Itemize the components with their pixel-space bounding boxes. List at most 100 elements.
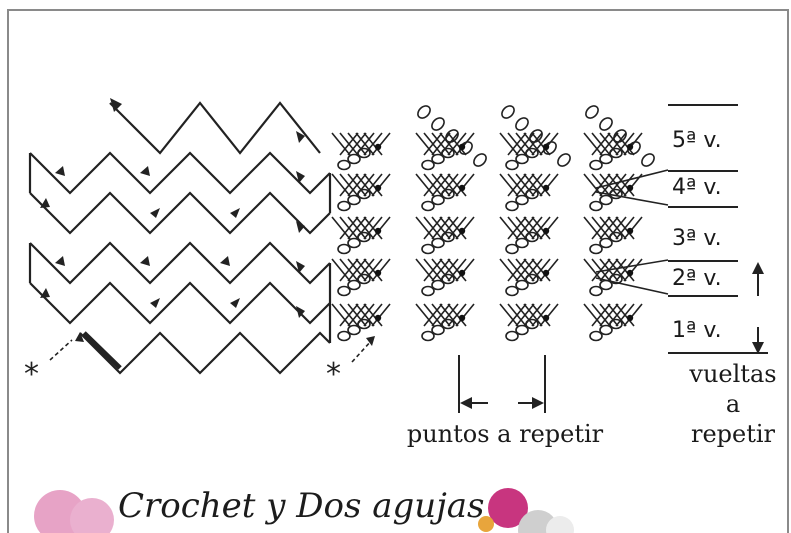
- chain-loop: [506, 161, 518, 170]
- zigzag-row-4: [30, 193, 330, 233]
- start-stroke: [84, 333, 120, 368]
- row-rule-5: [668, 170, 738, 172]
- stitch-post: [456, 217, 474, 239]
- start-arrow-right-line: [352, 340, 372, 362]
- stitch-dot: [543, 185, 549, 191]
- arrowhead: [55, 256, 65, 266]
- chain-loop: [600, 196, 612, 205]
- chain-loop: [516, 155, 528, 164]
- chain-loop: [416, 104, 433, 121]
- chain-loop: [600, 326, 612, 335]
- chain-loop: [640, 152, 657, 169]
- stitch-dot: [543, 315, 549, 321]
- direction-diagram: [30, 103, 330, 373]
- stitch-post: [584, 217, 602, 239]
- chain-loop: [590, 245, 602, 254]
- stitch-dot: [543, 270, 549, 276]
- stitch-post: [456, 259, 474, 281]
- stitch-dot: [543, 228, 549, 234]
- row-rule-top: [668, 104, 738, 106]
- stitch-dot: [459, 185, 465, 191]
- stitch-dot: [627, 228, 633, 234]
- stitch-dot: [459, 144, 465, 150]
- chain-loop: [600, 155, 612, 164]
- row-span-arrow-up: [752, 262, 764, 274]
- repeat-stitches-caption: puntos a repetir: [380, 420, 630, 448]
- stitch-dot: [459, 270, 465, 276]
- stitch-dot: [375, 144, 381, 150]
- start-arrow-line: [50, 340, 72, 360]
- chain-loop: [506, 332, 518, 341]
- stitch-post: [372, 217, 390, 239]
- chain-loop: [506, 287, 518, 296]
- chain-loop: [516, 196, 528, 205]
- stitch-post: [540, 304, 558, 326]
- stitch-post: [332, 133, 350, 155]
- chain-loop: [430, 116, 447, 133]
- start-marker-right: *: [326, 360, 341, 390]
- stitch-dot: [459, 315, 465, 321]
- stitch-post: [416, 217, 434, 239]
- stitch-dot: [375, 185, 381, 191]
- chain-loop: [348, 326, 360, 335]
- chain-loop: [348, 239, 360, 248]
- chain-loop: [422, 202, 434, 211]
- stitch-post: [540, 217, 558, 239]
- stitch-dot: [375, 315, 381, 321]
- chain-loop: [348, 281, 360, 290]
- stitch-post: [456, 304, 474, 326]
- chain-loop: [506, 245, 518, 254]
- stitch-post: [332, 217, 350, 239]
- chain-loop: [506, 202, 518, 211]
- chain-loop: [432, 281, 444, 290]
- chain-loop: [584, 104, 601, 121]
- stitch-post: [416, 133, 434, 155]
- repeat-rows-caption-2: a: [676, 390, 790, 418]
- stitch-post: [456, 174, 474, 196]
- chain-loop: [556, 152, 573, 169]
- zigzag-row-5: [30, 153, 330, 193]
- stitch-post: [500, 174, 518, 196]
- stitch-post: [500, 304, 518, 326]
- chain-loop: [348, 196, 360, 205]
- row-rule-4: [668, 206, 738, 208]
- row-rule-1: [668, 352, 768, 354]
- chain-loop: [500, 104, 517, 121]
- chain-loop: [422, 245, 434, 254]
- chain-loop: [598, 116, 615, 133]
- site-banner: Crochet y Dos agujas: [0, 480, 791, 533]
- chain-loop: [432, 239, 444, 248]
- stitch-post: [372, 304, 390, 326]
- chain-loop: [600, 239, 612, 248]
- zigzag-row-3: [30, 243, 330, 283]
- stitch-post: [624, 259, 642, 281]
- chain-loop: [338, 287, 350, 296]
- stitch-post: [372, 174, 390, 196]
- bracket-arrow-left: [460, 397, 472, 409]
- chain-loop: [422, 332, 434, 341]
- zigzag-row-2: [30, 283, 330, 323]
- arrowhead: [140, 256, 150, 266]
- row-label-5: 5ª v.: [672, 128, 722, 153]
- stitch-post: [540, 259, 558, 281]
- stitch-dot: [627, 315, 633, 321]
- chain-loop: [338, 332, 350, 341]
- stitch-dot: [459, 228, 465, 234]
- chain-loop: [348, 155, 360, 164]
- repeat-rows-caption-3: repetir: [676, 420, 790, 448]
- stitch-post: [540, 174, 558, 196]
- row-label-4: 4ª v.: [672, 175, 722, 200]
- page-border: [8, 10, 788, 533]
- row-label-3: 3ª v.: [672, 226, 722, 251]
- stitch-post: [584, 259, 602, 281]
- chain-loop: [422, 161, 434, 170]
- stitch-dot: [543, 144, 549, 150]
- bracket-arrow-right: [532, 397, 544, 409]
- stitch-post: [332, 259, 350, 281]
- stitch-post: [500, 217, 518, 239]
- stitch-post: [416, 304, 434, 326]
- chain-loop: [472, 152, 489, 169]
- stitch-post: [332, 304, 350, 326]
- chain-loop: [338, 245, 350, 254]
- arrowhead: [230, 208, 240, 218]
